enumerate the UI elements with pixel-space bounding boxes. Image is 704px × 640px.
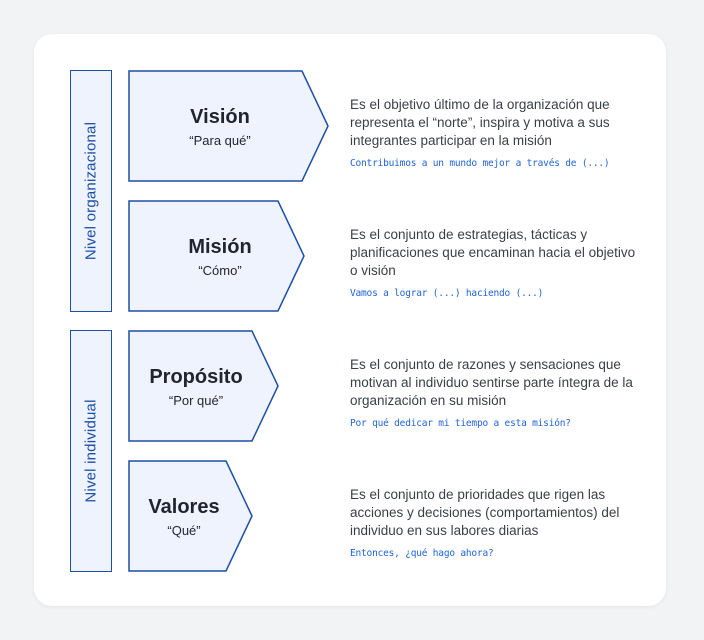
chevron-proposito-title: Propósito [149,365,243,388]
chevron-mision-subtitle: “Cómo” [198,262,242,278]
chevron-proposito-shape [128,330,279,442]
side-label-organizational-text: Nivel organizacional [82,121,100,261]
chevron-vision-subtitle: “Para qué” [189,132,251,148]
description-valores-text: Es el conjunto de prioridades que rigen … [350,487,620,538]
description-vision: Es el objetivo último de la organización… [350,96,640,169]
description-mision-note: Vamos a lograr (...) haciendo (...) [350,288,544,299]
description-proposito: Es el conjunto de razones y sensaciones … [350,356,640,429]
side-label-organizational: Nivel organizacional [70,70,112,312]
chevron-vision-shape [128,70,329,182]
chevron-vision-title: Visión [190,105,250,128]
description-valores: Es el conjunto de prioridades que rigen … [350,486,640,559]
side-label-individual-text: Nivel individual [82,399,100,503]
description-proposito-text: Es el conjunto de razones y sensaciones … [350,357,633,408]
description-valores-note: Entonces, ¿qué hago ahora? [350,548,494,559]
description-mision-text: Es el conjunto de estrategias, tácticas … [350,227,636,278]
description-vision-text: Es el objetivo último de la organización… [350,97,610,148]
chevron-proposito-subtitle: “Por qué” [168,392,224,408]
side-label-individual: Nivel individual [70,330,112,572]
chevron-valores-shape [128,460,253,572]
chevron-mision-title: Misión [188,235,252,258]
chevron-mision-shape [128,200,305,312]
description-mision: Es el conjunto de estrategias, tácticas … [350,226,640,299]
description-vision-note: Contribuimos a un mundo mejor a través d… [350,158,610,169]
description-proposito-note: Por qué dedicar mi tiempo a esta misión? [350,418,571,429]
chevron-valores-title: Valores [148,495,220,518]
chevron-valores-subtitle: “Qué” [167,522,201,538]
